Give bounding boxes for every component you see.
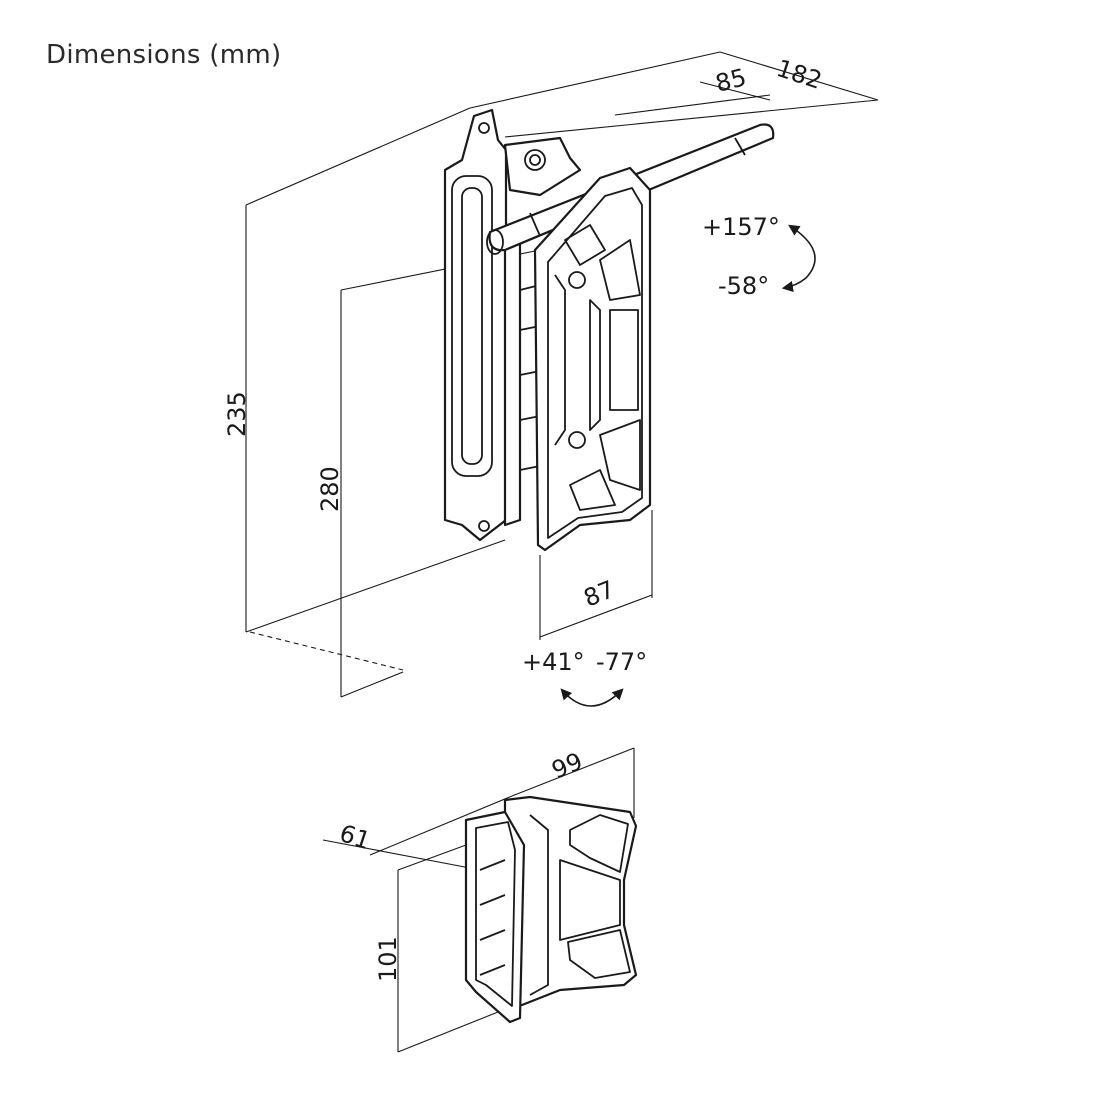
dim-bottom-height: 101 (374, 936, 402, 982)
dim-plate-depth: 61 (336, 819, 374, 855)
dim-vesa-width: 87 (580, 575, 619, 612)
angle-tilt-minus: -77° (596, 648, 647, 676)
dim-arm-depth: 85 (713, 63, 749, 98)
dim-overall-depth: 182 (773, 54, 825, 95)
angle-tilt-plus: +41° (522, 648, 585, 676)
dimension-lines-bottom (322, 747, 635, 1053)
dim-bottom-depth: 99 (548, 747, 587, 784)
dim-wall-plate-height: 235 (223, 391, 251, 437)
wall-mount-assembly (443, 108, 775, 552)
angle-swivel-minus: -58° (718, 272, 769, 300)
dim-vesa-height: 280 (316, 466, 344, 512)
head-bottom-view (464, 795, 638, 1024)
swivel-arrow (781, 224, 816, 293)
dimension-lines-top (245, 51, 879, 698)
tilt-arrow (560, 688, 624, 707)
angle-swivel-plus: +157° (702, 213, 780, 241)
page-title: Dimensions (mm) (46, 40, 282, 70)
